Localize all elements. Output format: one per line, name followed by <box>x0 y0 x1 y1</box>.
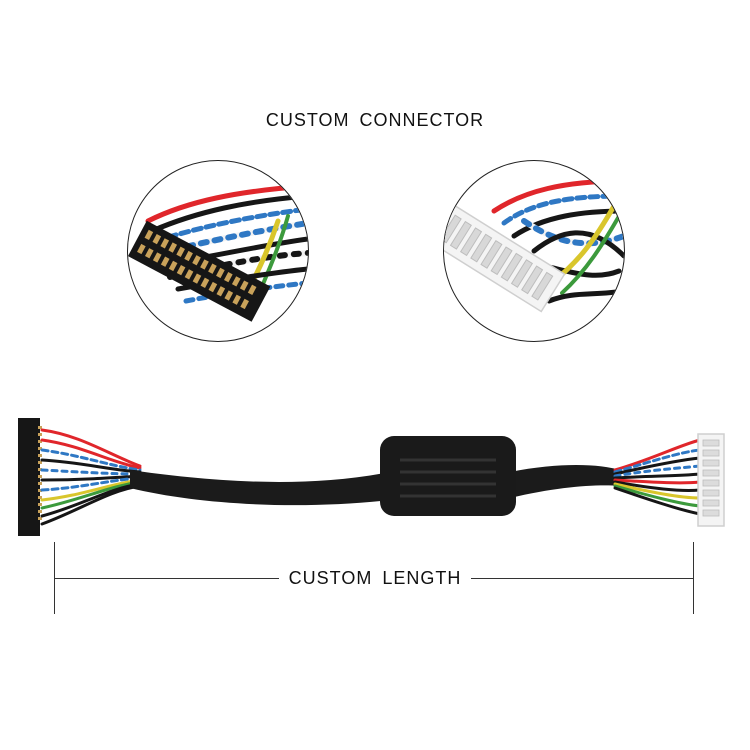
left-wire-bundle <box>40 428 142 526</box>
cable-assembly-image <box>18 418 725 536</box>
custom-length-label-wrapper: CUSTOM LENGTH <box>0 568 750 589</box>
left-connector-zoom-image <box>127 160 309 342</box>
black-connector-closeup <box>128 183 308 322</box>
white-connector-closeup <box>444 178 624 313</box>
ferrite-core <box>380 436 516 516</box>
custom-length-title: CUSTOM LENGTH <box>278 568 472 588</box>
right-braided-sleeve <box>510 465 620 498</box>
left-black-connector <box>18 418 40 536</box>
custom-connector-title: CUSTOM CONNECTOR <box>265 110 485 130</box>
right-wire-bundle <box>613 438 702 516</box>
left-braided-sleeve <box>130 470 390 506</box>
right-connector-zoom-image <box>443 160 625 342</box>
